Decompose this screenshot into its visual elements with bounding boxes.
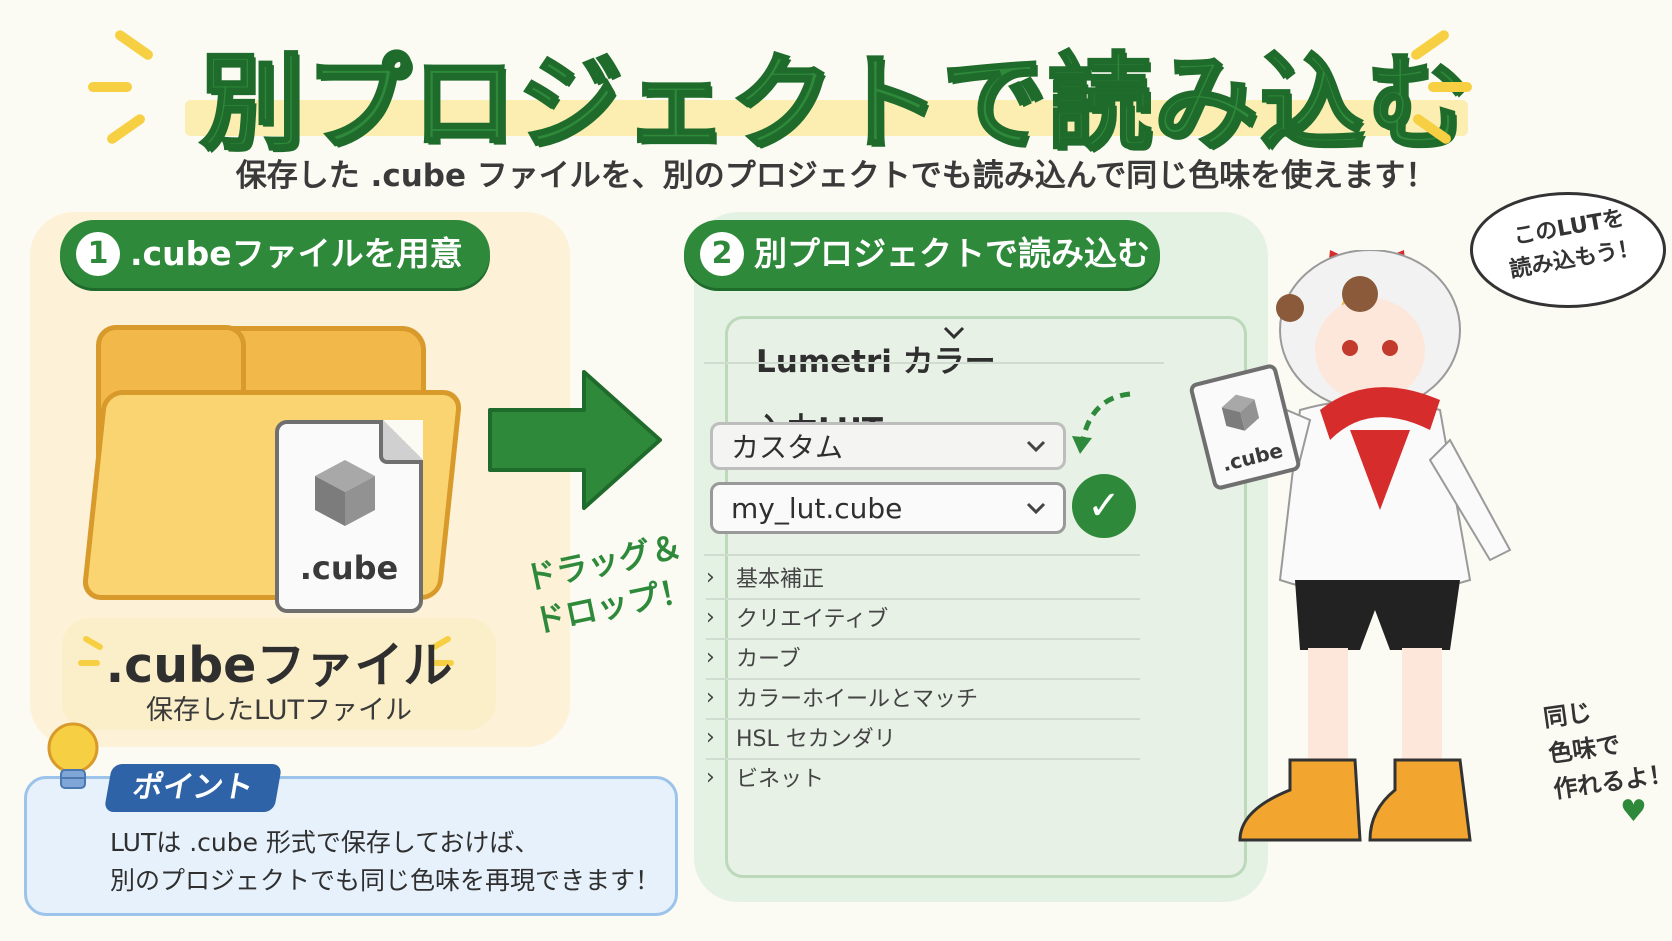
lut-select-file[interactable]: my_lut.cube [710, 482, 1066, 534]
step1-label: .cubeファイルを用意 [130, 234, 463, 273]
lightbulb-icon [47, 722, 99, 789]
section-label: 基本補正 [736, 567, 825, 592]
step1-number: 1 [76, 232, 120, 276]
section-row[interactable]: › HSL セカンダリ [706, 716, 1140, 760]
chevron-right-icon: › [706, 684, 715, 710]
step2-number: 2 [700, 232, 744, 276]
page-subtitle: 保存した .cube ファイルを、別のプロジェクトでも読み込んで同じ色味を使えま… [235, 158, 1437, 194]
step2-header-pill: 2 別プロジェクトで読み込む [684, 220, 1160, 288]
section-label: カーブ [736, 647, 801, 672]
chevron-down-icon [1026, 502, 1046, 515]
section-label: ビネット [736, 767, 825, 792]
file-label-box [62, 618, 496, 730]
character-illustration [1230, 250, 1512, 842]
chevron-right-icon: › [706, 764, 715, 790]
chevron-right-icon: › [706, 564, 715, 590]
chevron-right-icon: › [706, 724, 715, 750]
select-value: my_lut.cube [731, 491, 903, 525]
file-name: .cubeファイル [105, 637, 453, 694]
heart-icon: ♥ [1620, 794, 1647, 829]
file-extension: .cube [1219, 437, 1286, 477]
file-extension: .cube [299, 549, 399, 587]
speech-bubble [1470, 192, 1666, 308]
point-text: LUTは .cube 形式で保存しておけば、 別のプロジェクトでも同じ色味を再現… [110, 824, 670, 900]
page-title: 別プロジェクトで読み込む [198, 41, 1472, 166]
select-value: カスタム [731, 431, 844, 464]
divider [704, 554, 1140, 556]
cube-icon [1221, 394, 1260, 431]
step2-label: 別プロジェクトで読み込む [754, 234, 1150, 273]
section-row[interactable]: › カーブ [706, 636, 1140, 680]
step1-header-pill: 1 .cubeファイルを用意 [60, 220, 490, 288]
point-tag: ポイント [103, 764, 283, 812]
lumetri-panel [725, 316, 1247, 878]
lut-select-custom[interactable]: カスタム [710, 422, 1066, 470]
drop-arrow-icon [1072, 391, 1131, 454]
lumetri-title[interactable]: Lumetri カラー [756, 344, 996, 380]
section-row[interactable]: › クリエイティブ [706, 596, 1140, 640]
spark-decoration [78, 660, 100, 666]
section-row[interactable]: › ビネット [706, 756, 1140, 798]
cube-file-icon: .cube [275, 420, 423, 613]
side-note: 同じ 色味で 作れるよ！ [1541, 684, 1672, 808]
chevron-right-icon: › [706, 604, 715, 630]
held-cube-file-icon: .cube [1188, 362, 1302, 492]
chevron-down-icon[interactable] [942, 322, 966, 342]
spark-decoration [432, 660, 454, 666]
title-highlight-band [185, 100, 1468, 136]
divider [704, 362, 1164, 364]
spark-decoration [88, 82, 132, 92]
point-line-2: 別のプロジェクトでも同じ色味を再現できます！ [110, 866, 661, 895]
section-row[interactable]: › 基本補正 [706, 556, 1140, 600]
file-description: 保存したLUTファイル [146, 695, 412, 726]
spark-decoration [1428, 82, 1472, 92]
point-line-1: LUTは .cube 形式で保存しておけば、 [110, 828, 540, 857]
section-label: クリエイティブ [736, 607, 889, 632]
cube-icon [315, 460, 375, 526]
folder-tab [96, 325, 246, 390]
section-label: HSL セカンダリ [736, 727, 896, 752]
check-icon: ✓ [1072, 474, 1136, 538]
section-row[interactable]: › カラーホイールとマッチ [706, 676, 1140, 720]
arrow-right-icon [488, 370, 662, 510]
chevron-right-icon: › [706, 644, 715, 670]
section-label: カラーホイールとマッチ [736, 687, 979, 712]
chevron-down-icon [1026, 440, 1046, 453]
point-box [24, 776, 678, 916]
